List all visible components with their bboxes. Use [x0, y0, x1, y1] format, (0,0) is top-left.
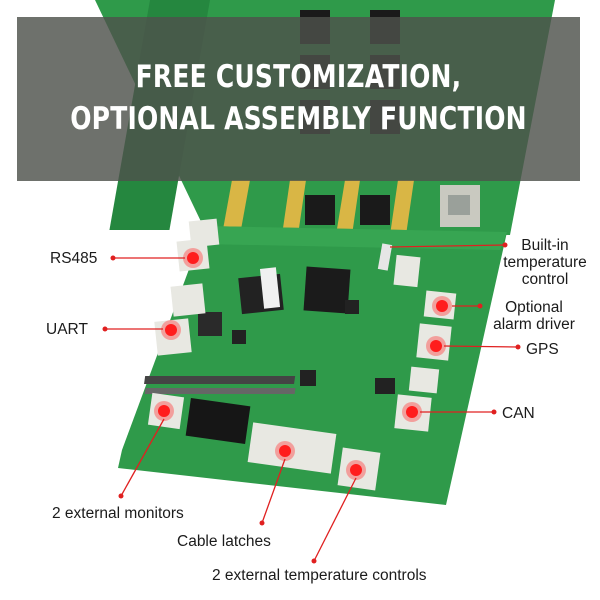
label-alarm-driver-line-2: alarm driver: [493, 316, 575, 333]
label-cable-latches: Cable latches: [177, 533, 271, 550]
inductor: [198, 312, 222, 336]
label-alarm-driver: Optional alarm driver: [474, 299, 594, 333]
leader-external-temperature: [313, 477, 357, 562]
leader-builtin-temp: [389, 244, 506, 248]
label-can: CAN: [502, 405, 535, 422]
banner-title-line-2: OPTIONAL ASSEMBLY FUNCTION: [70, 100, 527, 137]
label-gps: GPS: [526, 341, 559, 358]
label-alarm-driver-line-1: Optional: [505, 299, 563, 316]
label-external-temperature-controls: 2 external temperature controls: [212, 567, 427, 584]
callout-leader-lines: [102, 242, 521, 564]
label-builtin-temperature-line-1: Built-in: [521, 237, 569, 254]
label-builtin-temperature-line-3: control: [521, 271, 569, 288]
cable-latch-connector: [247, 422, 337, 474]
microcontroller-chip: [303, 266, 351, 314]
label-external-monitors: 2 external monitors: [52, 505, 184, 522]
banner-title-line-1: FREE CUSTOMIZATION,: [135, 58, 462, 95]
leader-gps: [443, 345, 519, 348]
label-builtin-temperature-line-2: temperature: [503, 254, 587, 271]
label-uart: UART: [46, 321, 88, 338]
hotspot-markers: [154, 248, 452, 480]
leader-cable-latches: [261, 458, 286, 524]
promo-banner: [17, 17, 580, 181]
black-ribbon-connector: [185, 398, 251, 444]
label-rs485: RS485: [50, 250, 98, 267]
pcb-lower-section: [118, 218, 507, 505]
leader-external-monitors: [120, 418, 165, 497]
label-builtin-temperature: Built-in temperature control: [495, 237, 595, 288]
